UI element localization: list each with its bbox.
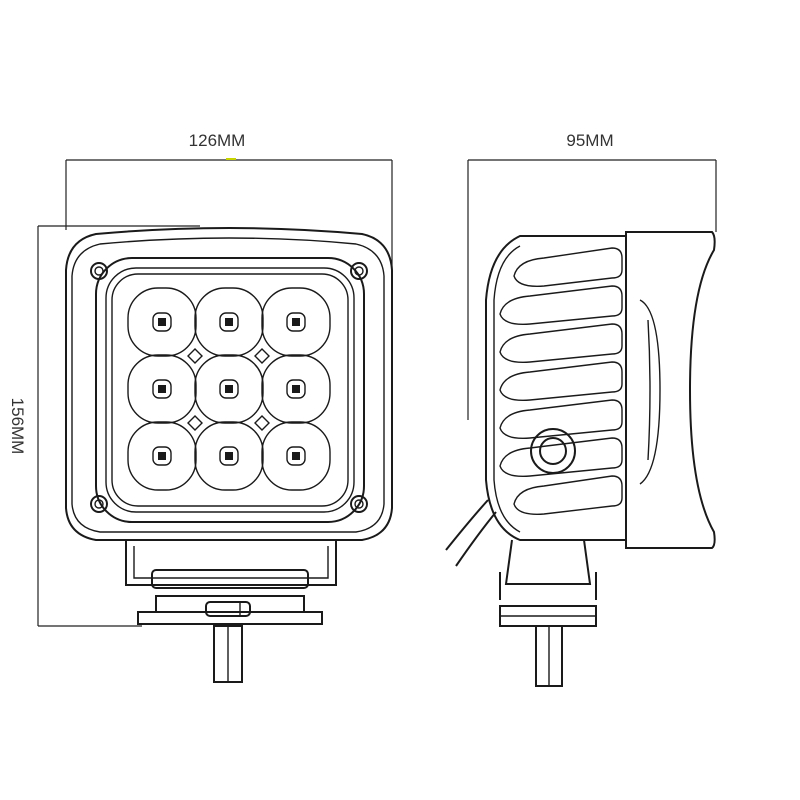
- led-chip: [225, 318, 233, 326]
- cooling-fin: [499, 437, 623, 477]
- width-label: 126MM: [189, 131, 246, 150]
- led-reflector: [261, 354, 331, 424]
- led-reflector: [194, 354, 264, 424]
- led-reflector: [194, 287, 264, 357]
- led-chip: [292, 318, 300, 326]
- height-label: 156MM: [8, 398, 27, 455]
- front-mount-bracket: [125, 540, 337, 683]
- screw-icon: [350, 495, 368, 513]
- led-reflector: [261, 421, 331, 491]
- led-chip: [292, 385, 300, 393]
- cooling-fin: [513, 475, 623, 515]
- led-reflector: [127, 354, 197, 424]
- led-reflector: [194, 421, 264, 491]
- dimension-depth-side: 95MM: [467, 131, 717, 420]
- depth-label: 95MM: [566, 131, 613, 150]
- led-reflector: [261, 287, 331, 357]
- led-chip: [158, 385, 166, 393]
- cooling-fin: [499, 323, 623, 363]
- side-mount-bracket: [499, 539, 597, 687]
- adjustment-knob-icon: [530, 428, 576, 474]
- cooling-fin: [499, 361, 623, 401]
- led-chip: [158, 318, 166, 326]
- dimension-height: 156MM: [8, 225, 200, 627]
- led-reflector-grid: [127, 287, 331, 491]
- front-view: [65, 227, 393, 683]
- led-reflector: [127, 287, 197, 357]
- screw-icon: [350, 262, 368, 280]
- led-chip: [292, 452, 300, 460]
- dimension-width-front: 126MM: [65, 131, 393, 350]
- screw-icon: [90, 262, 108, 280]
- led-chip: [225, 385, 233, 393]
- cooling-fins: [499, 247, 623, 515]
- cooling-fin: [499, 285, 623, 325]
- screw-icon: [90, 495, 108, 513]
- cooling-fin: [499, 399, 623, 439]
- led-chip: [158, 452, 166, 460]
- side-view: [445, 231, 716, 687]
- led-reflector: [127, 421, 197, 491]
- led-chip: [225, 452, 233, 460]
- cooling-fin: [513, 247, 623, 287]
